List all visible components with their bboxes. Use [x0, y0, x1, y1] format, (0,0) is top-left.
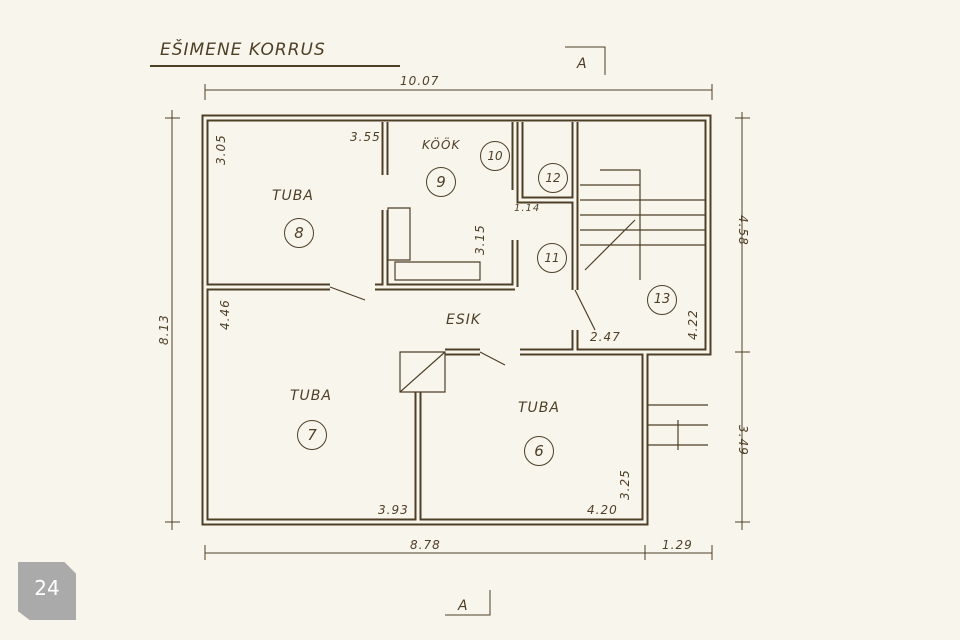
- dimension-lines: [150, 46, 750, 616]
- room-6-number: 6: [524, 436, 554, 466]
- dim-bottom-right: 1.29: [662, 538, 693, 552]
- page-number-badge: 24: [18, 562, 76, 620]
- dim-room-11-width: 1.14: [514, 203, 541, 214]
- dim-room-8-width: 3.55: [350, 130, 381, 144]
- stairs: [329, 169, 708, 450]
- plan-title: EŠIMENE KORRUS: [160, 40, 326, 60]
- room-12-number: 12: [538, 163, 568, 193]
- room-8-name: TUBA: [272, 188, 314, 204]
- room-7-number: 7: [297, 420, 327, 450]
- dim-right-lower: 3.49: [736, 425, 750, 456]
- dim-overall-width: 10.07: [400, 74, 440, 88]
- dim-room-6-width: 4.20: [587, 503, 618, 517]
- dim-overall-depth: 8.13: [157, 314, 171, 345]
- room-6-name: TUBA: [518, 400, 560, 416]
- dim-room-13-depth: 4.22: [686, 309, 700, 340]
- room-10-number: 10: [480, 141, 510, 171]
- room-11-number: 11: [537, 243, 567, 273]
- hall-name: ESIK: [446, 312, 482, 328]
- dim-room-13-width: 2.47: [590, 330, 621, 344]
- room-7-name: TUBA: [290, 388, 332, 404]
- room-9-number: 9: [426, 167, 456, 197]
- dim-room-6-depth: 3.25: [618, 469, 632, 500]
- dim-right-upper: 4.58: [736, 215, 750, 246]
- dim-room-7-width: 3.93: [378, 503, 409, 517]
- room-8-number: 8: [284, 218, 314, 248]
- room-13-number: 13: [647, 285, 677, 315]
- dim-room-9-depth: 3.15: [473, 224, 487, 255]
- dim-bottom-main: 8.78: [410, 538, 441, 552]
- section-marker-bottom: A: [458, 598, 469, 614]
- dim-room-8-depth: 3.05: [214, 134, 228, 165]
- section-marker-top: A: [577, 56, 588, 72]
- room-9-name: KÖÖK: [422, 138, 461, 152]
- dim-room-7-depth: 4.46: [218, 299, 232, 330]
